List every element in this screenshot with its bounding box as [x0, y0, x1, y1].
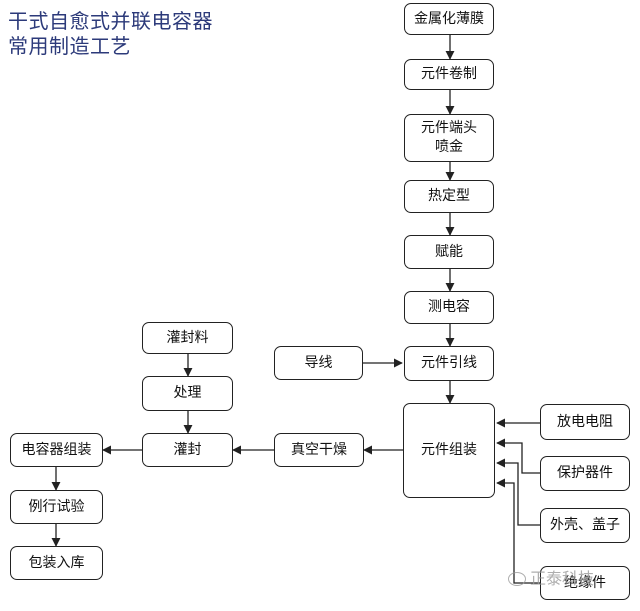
node-energize-label: 赋能 — [435, 243, 463, 260]
node-spray: 元件端头 喷金 — [404, 114, 494, 162]
node-lead-label: 元件引线 — [421, 355, 477, 371]
node-pack-store: 包装入库 — [10, 546, 103, 580]
node-routine-test-label: 例行试验 — [28, 498, 85, 515]
node-insulator-label: 绝缘件 — [564, 574, 606, 591]
node-vacuum-dry: 真空干燥 — [274, 433, 364, 467]
node-lead: 元件引线 — [404, 346, 494, 381]
node-metal-film: 金属化薄膜 — [404, 3, 494, 35]
node-protector-label: 保护器件 — [557, 465, 613, 481]
node-winding: 元件卷制 — [404, 59, 494, 90]
node-insulator: 绝缘件 — [540, 566, 630, 600]
node-heat-set-label: 热定型 — [428, 188, 470, 204]
node-discharge-resistor: 放电电阻 — [540, 404, 630, 440]
node-wire-label: 导线 — [304, 354, 333, 371]
node-potting: 灌封 — [142, 433, 233, 467]
node-assembly-label: 元件组装 — [421, 442, 477, 458]
node-potting-label: 灌封 — [173, 441, 202, 458]
node-spray-label-2: 喷金 — [435, 139, 463, 155]
node-metal-film-label: 金属化薄膜 — [414, 10, 484, 27]
node-pack-store-label: 包装入库 — [28, 554, 85, 571]
node-discharge-resistor-label: 放电电阻 — [557, 413, 613, 430]
node-cap-assembly: 电容器组装 — [10, 433, 103, 467]
node-treatment-label: 处理 — [173, 385, 202, 401]
wechat-icon — [508, 572, 526, 586]
diagram-title-line2: 常用制造工艺 — [8, 34, 131, 58]
arrow-insulator-to-assembly — [496, 478, 540, 584]
node-spray-label-1: 元件端头 — [421, 120, 477, 136]
node-winding-label: 元件卷制 — [421, 66, 477, 82]
node-shell-cover-label: 外壳、盖子 — [550, 517, 620, 533]
node-measure-label: 测电容 — [428, 299, 470, 315]
node-vacuum-dry-label: 真空干燥 — [291, 441, 347, 458]
node-heat-set: 热定型 — [404, 180, 494, 213]
node-shell-cover: 外壳、盖子 — [540, 508, 630, 543]
node-routine-test: 例行试验 — [10, 490, 103, 524]
node-potting-material-label: 灌封料 — [166, 329, 209, 346]
node-treatment: 处理 — [142, 376, 233, 411]
node-energize: 赋能 — [404, 235, 494, 269]
node-protector: 保护器件 — [540, 456, 630, 491]
node-cap-assembly-label: 电容器组装 — [21, 441, 92, 458]
arrow-protector-to-assembly — [496, 438, 540, 474]
node-wire: 导线 — [274, 346, 363, 380]
node-assembly: 元件组装 — [403, 403, 495, 498]
diagram-title-line1: 干式自愈式并联电容器 — [8, 9, 213, 33]
node-potting-material: 灌封料 — [142, 322, 233, 354]
node-measure: 测电容 — [404, 291, 494, 324]
watermark-text: 正泰科技 — [530, 569, 595, 588]
arrow-shell-to-assembly — [496, 458, 540, 526]
